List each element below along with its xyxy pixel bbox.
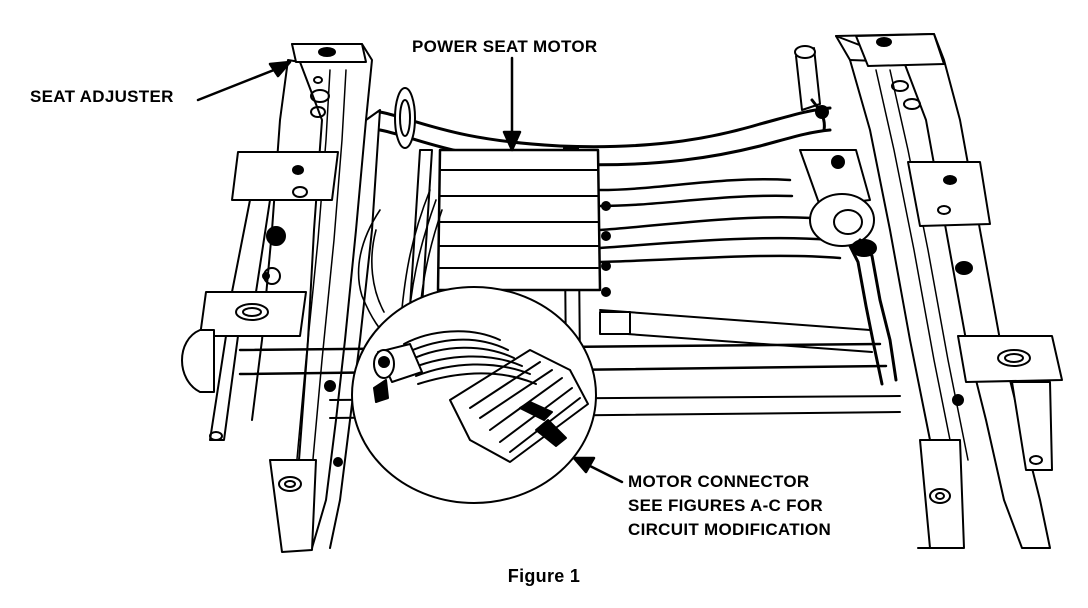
power-seat-motor-label: POWER SEAT MOTOR <box>412 37 598 56</box>
motor-connector-label-line2: SEE FIGURES A-C FOR <box>628 496 823 515</box>
motor-connector-label: MOTOR CONNECTOR SEE FIGURES A-C FOR CIRC… <box>628 470 831 542</box>
figure-caption: Figure 1 <box>507 566 581 586</box>
seat-adjuster-label: SEAT ADJUSTER <box>30 87 174 106</box>
motor-connector-label-line1: MOTOR CONNECTOR <box>628 472 810 491</box>
left-seat-adjuster-track <box>199 43 381 553</box>
motor-connector-label-line3: CIRCUIT MODIFICATION <box>628 520 832 539</box>
right-seat-adjuster-track <box>835 33 1063 549</box>
motor-connector-detail <box>351 286 597 504</box>
leader-arrows <box>196 56 624 484</box>
power-seat-motor <box>436 45 898 386</box>
